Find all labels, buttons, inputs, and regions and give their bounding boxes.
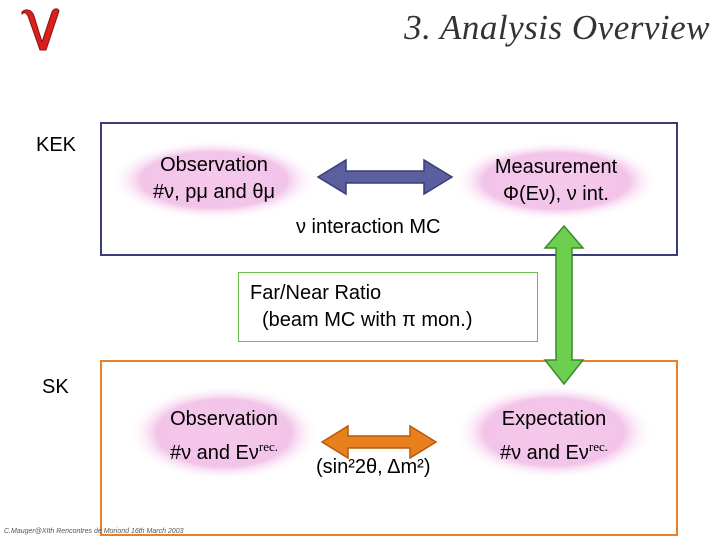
ratio-line1: Far/Near Ratio [250, 282, 382, 304]
sk-observation-line2: #ν and Eνrec. [146, 433, 302, 467]
oscillation-parameters: (sin²2θ, Δm²) [316, 456, 431, 478]
interaction-mc-label: ν interaction MC [296, 216, 441, 238]
sk-expectation-line1: Expectation [501, 408, 607, 430]
slide-title: 3. Analysis Overview [404, 8, 710, 47]
kek-frame [100, 122, 678, 256]
sk-observation-bubble [128, 385, 320, 481]
ratio-line2: (beam MC with π mon.) [262, 309, 473, 331]
kek-observation-bubble [110, 140, 318, 220]
far-near-ratio-text: Far/Near Ratio (beam MC with π mon.) [250, 280, 473, 334]
kek-label: KEK [36, 134, 77, 156]
sk-observation: Observation #ν and Eνrec. [146, 406, 302, 467]
sk-expectation-rec: rec. [588, 439, 609, 454]
sk-expectation-line2: #ν and Eνrec. [474, 433, 634, 467]
sk-observation-value: #ν and Eν [169, 442, 259, 464]
kek-measurement: Measurement Φ(Eν), ν int. [466, 154, 646, 208]
far-near-ratio-box [238, 272, 538, 342]
kek-observation: Observation #ν, pμ and θμ [130, 152, 298, 206]
nu-logo-icon [21, 8, 60, 51]
sk-frame [100, 360, 678, 536]
sk-expectation: Expectation #ν and Eνrec. [474, 406, 634, 467]
vertical-double-arrow [543, 224, 585, 386]
kek-measurement-line2: Φ(Eν), ν int. [503, 183, 609, 205]
kek-measurement-bubble [452, 141, 660, 221]
kek-observation-line1: Observation [160, 154, 268, 176]
sk-label: SK [42, 376, 69, 398]
sk-observation-line1: Observation [170, 408, 278, 430]
sk-double-arrow [320, 424, 438, 460]
kek-measurement-line1: Measurement [494, 156, 618, 178]
kek-observation-line2: #ν, pμ and θμ [152, 181, 275, 203]
sk-expectation-value: #ν and Eν [499, 442, 589, 464]
kek-double-arrow [316, 158, 454, 196]
footer-credit: C.Mauger@XIth Rencontres de Moriond 16th… [4, 528, 184, 535]
sk-observation-rec: rec. [258, 439, 279, 454]
sk-expectation-bubble [454, 384, 654, 480]
